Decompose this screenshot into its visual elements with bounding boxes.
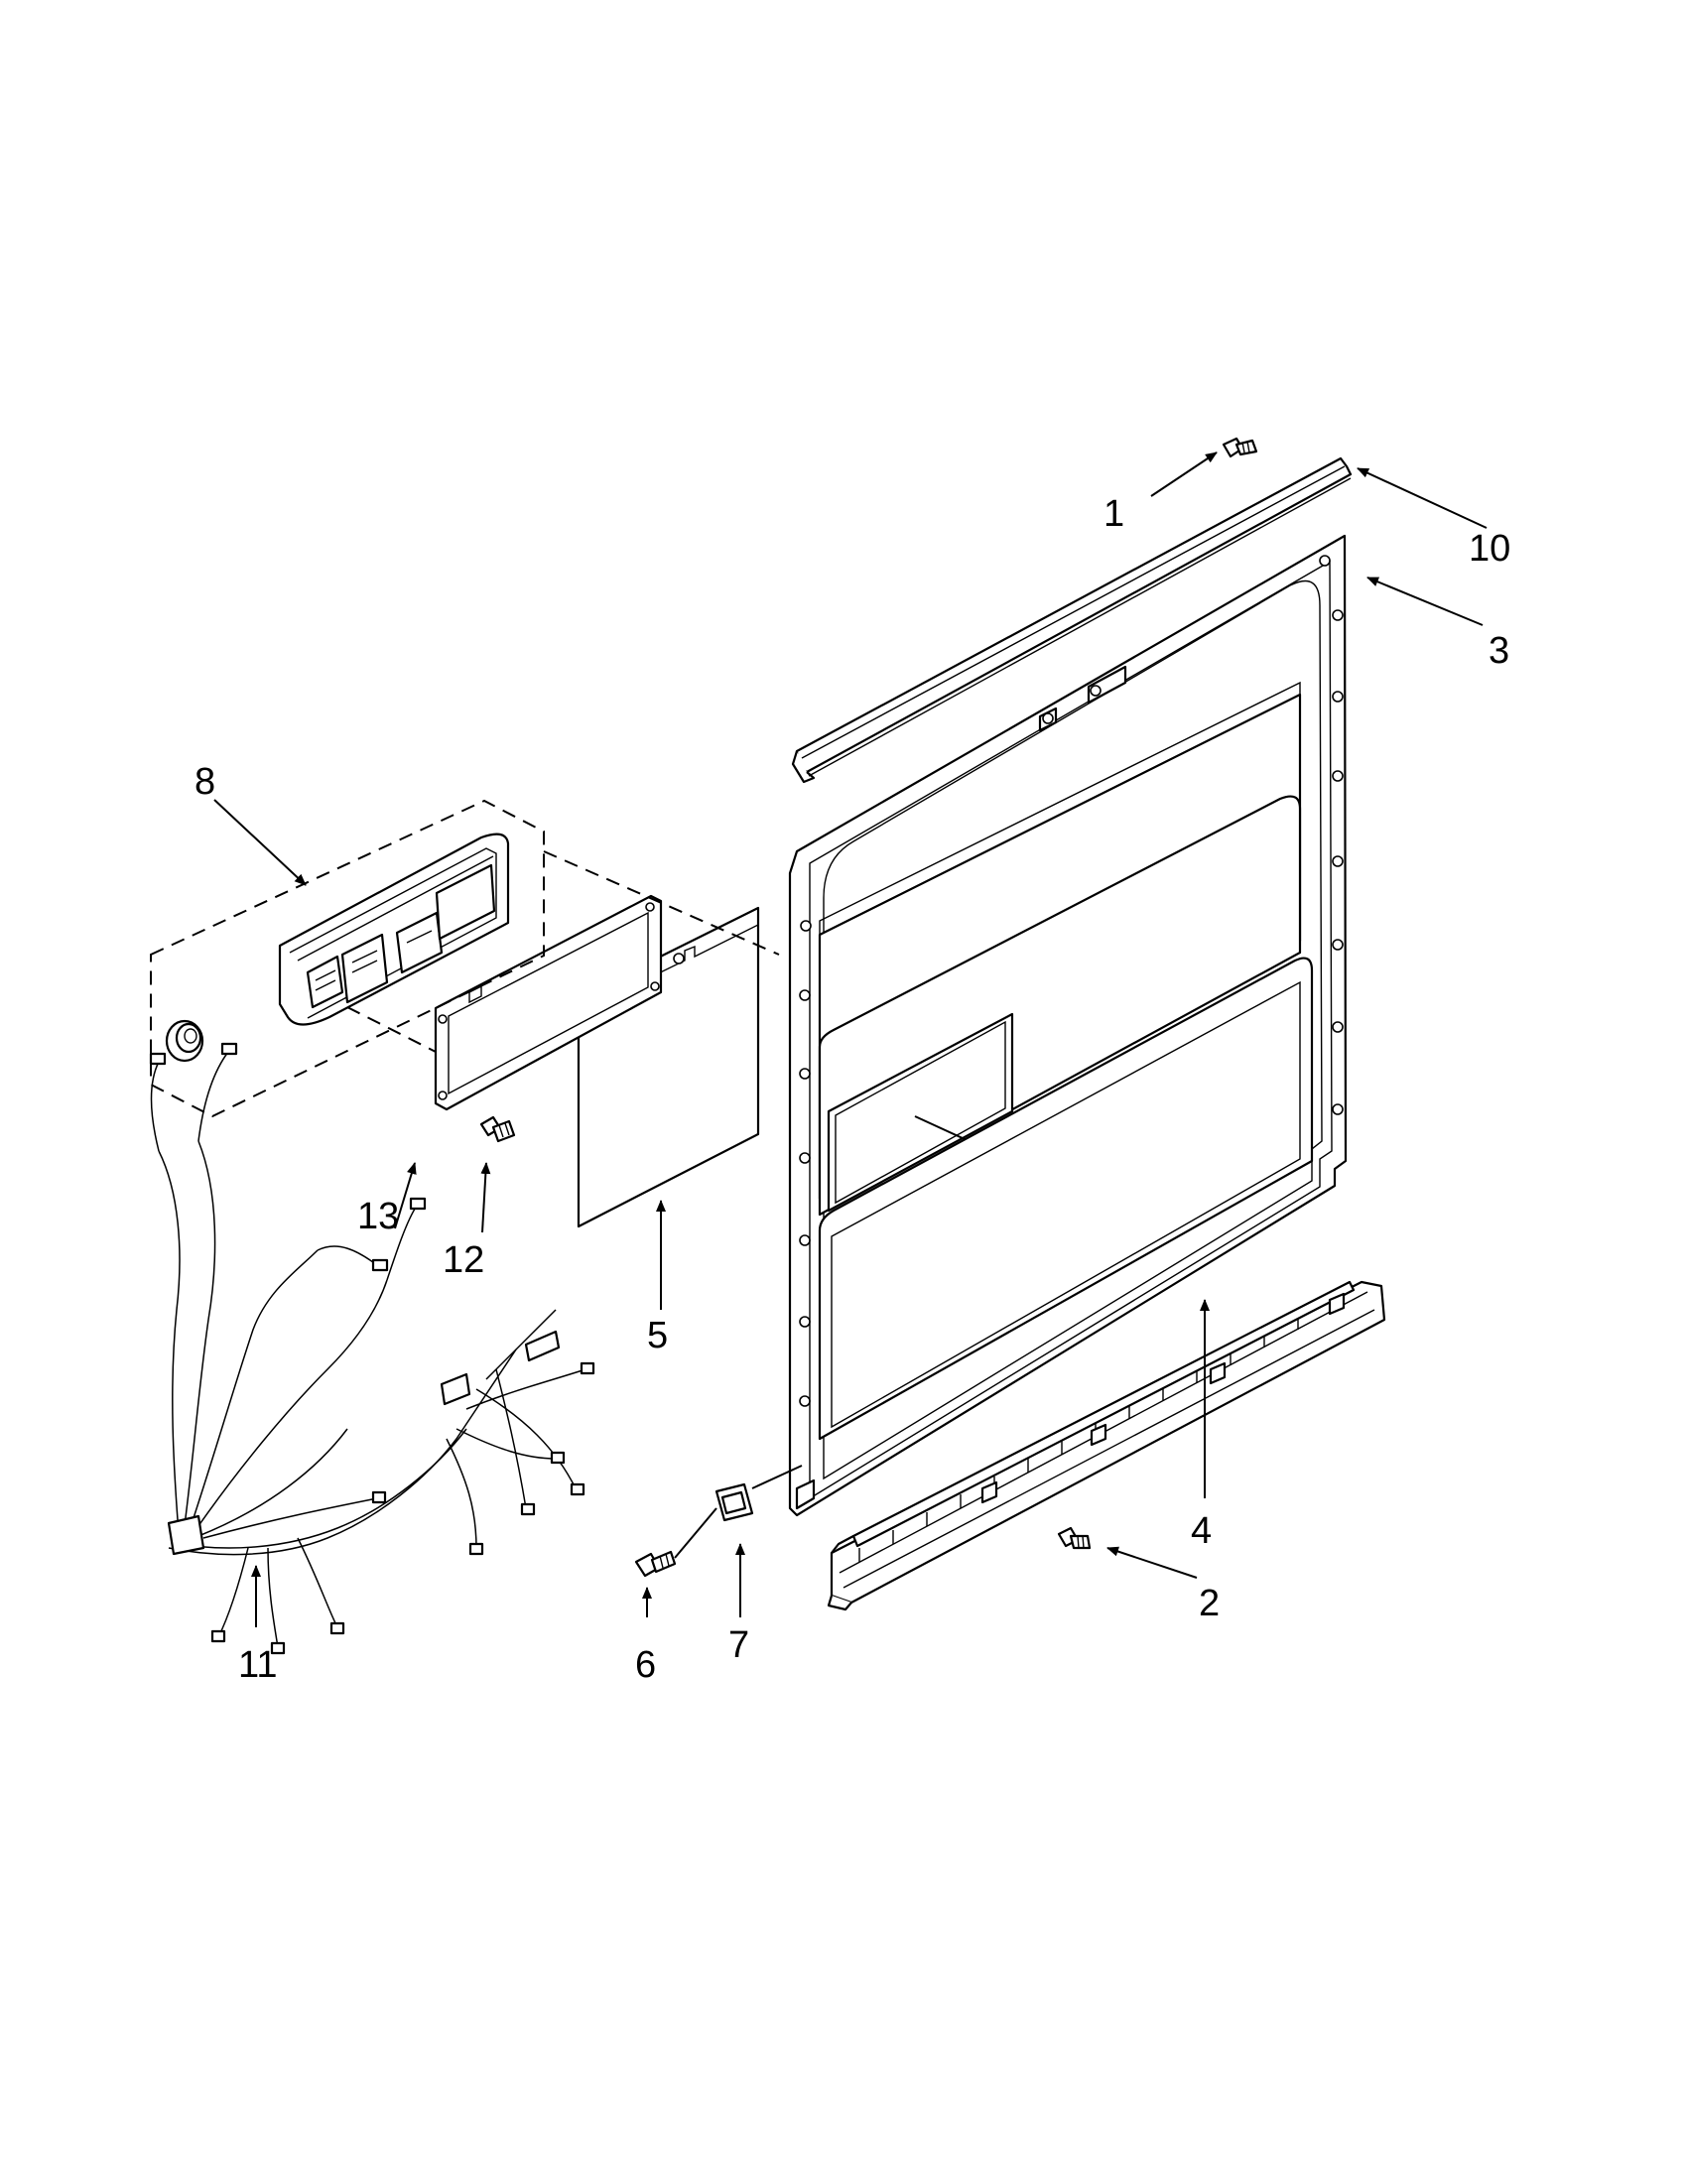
console-gasket <box>434 894 663 1111</box>
leader-lines <box>213 451 1488 1627</box>
screw-bracket-icon <box>634 1507 717 1578</box>
wire-harness <box>149 1042 595 1655</box>
callout-6: 6 <box>635 1644 656 1686</box>
callout-5: 5 <box>647 1315 668 1356</box>
control-assembly <box>150 799 780 1118</box>
callout-7: 7 <box>728 1624 749 1666</box>
callout-11: 11 <box>238 1644 277 1686</box>
callout-3: 3 <box>1489 630 1509 672</box>
callout-labels: 1 2 3 4 5 6 7 8 10 11 12 13 <box>195 493 1510 1686</box>
screw-console-icon <box>479 1115 516 1143</box>
callout-4: 4 <box>1191 1510 1212 1552</box>
screw-bottom-icon <box>1057 1526 1092 1550</box>
lower-door-trim <box>827 1280 1386 1611</box>
callout-13: 13 <box>357 1196 399 1237</box>
callout-12: 12 <box>443 1239 484 1281</box>
callout-2: 2 <box>1199 1583 1220 1624</box>
callout-8: 8 <box>195 761 215 803</box>
screw-top-icon <box>1222 437 1258 458</box>
top-door-seal <box>791 456 1353 784</box>
callout-10: 10 <box>1469 528 1510 570</box>
callout-1: 1 <box>1103 493 1124 535</box>
latch-bracket <box>714 1465 803 1522</box>
inner-door-panel <box>788 534 1348 1517</box>
